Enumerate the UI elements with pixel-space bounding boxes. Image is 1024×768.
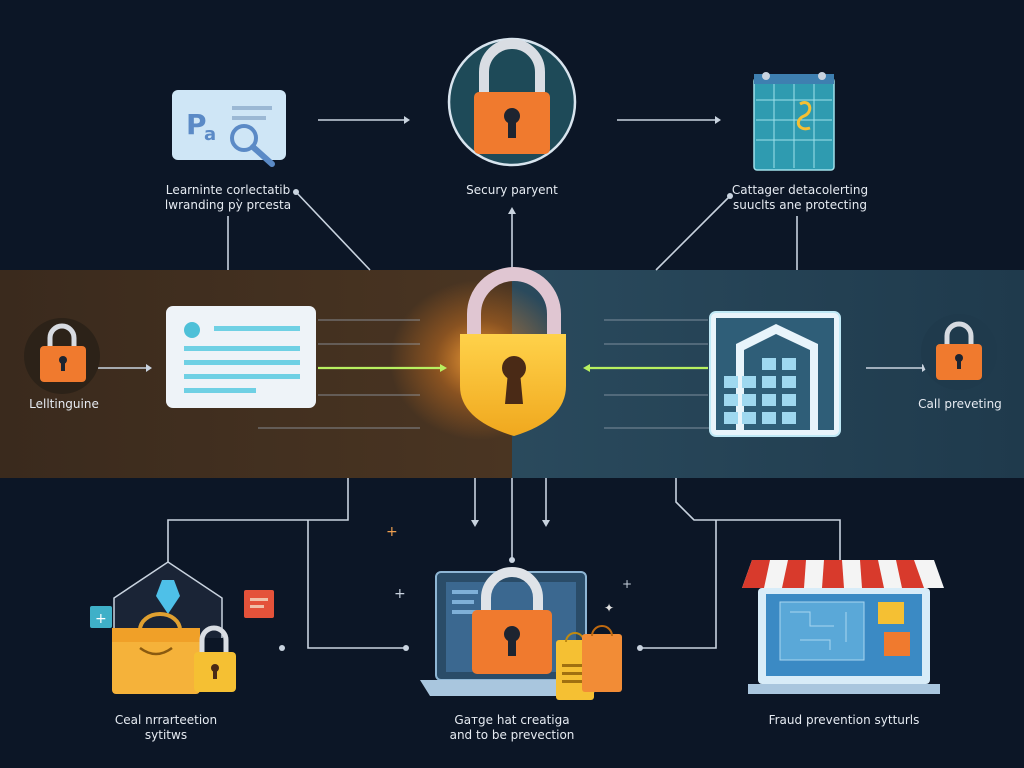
label-bottom-center-line2: and to be prevection	[449, 728, 575, 742]
label-top-center-line1: Secury paryent	[466, 183, 558, 197]
label-bottom-left-line2: sytitws	[144, 728, 188, 742]
label-bottom-left: Ceal nrrarteetion sytitws	[96, 713, 236, 743]
label-mid-left-line1: Lelltinguine	[29, 397, 99, 411]
label-bottom-center: Gатgе hаt crеatigа and to be prevection	[430, 713, 594, 743]
storefront-icon	[742, 560, 944, 694]
svg-text:P: P	[186, 108, 207, 141]
building-icon	[709, 311, 841, 437]
small-lock-icon	[24, 318, 100, 394]
svg-text:+: +	[394, 586, 406, 602]
payment-card-search-icon: P a	[172, 90, 286, 167]
label-bottom-right: Fraud prevention sytturls	[752, 713, 936, 728]
svg-text:a: a	[204, 124, 216, 145]
svg-text:+: +	[386, 524, 398, 540]
svg-text:✦: ✦	[604, 601, 614, 615]
data-grid-document-icon	[753, 72, 835, 171]
svg-text:+: +	[622, 577, 632, 591]
document-card-icon	[166, 306, 316, 408]
label-top-left-line2: lwranding pỳ prcesta	[164, 198, 292, 212]
label-top-left-line1: Lеarnіnte cоrlеctatіb	[165, 183, 291, 197]
label-top-right-line1: Cattager detacolerting	[731, 183, 869, 197]
label-bottom-left-line1: Ceal nrrarteetion	[114, 713, 218, 727]
label-mid-right: Call preveting	[906, 397, 1014, 412]
label-bottom-center-line1: Gатgе hаt crеatigа	[454, 713, 570, 727]
sparkles: + ✦	[386, 524, 614, 615]
label-mid-right-line1: Call preveting	[918, 397, 1002, 411]
label-top-left: Lеarnіnte cоrlеctatіb lwranding pỳ prces…	[150, 183, 306, 213]
label-top-right-line2: suuclts ane protecting	[733, 198, 867, 212]
laptop-lock-icon	[420, 567, 622, 700]
central-padlock-icon	[460, 267, 566, 436]
svg-text:+: +	[95, 611, 107, 627]
label-bottom-right-line1: Fraud prevention sytturls	[768, 713, 920, 727]
label-mid-left: Lelltinguine	[10, 397, 118, 412]
label-top-right: Cattager detacolerting suuclts ane prote…	[720, 183, 880, 213]
secure-lock-icon	[447, 37, 577, 167]
label-top-center: Secury paryent	[440, 183, 584, 198]
small-lock-icon-right	[921, 314, 997, 390]
shopping-bag-lock-icon: +	[90, 561, 274, 694]
